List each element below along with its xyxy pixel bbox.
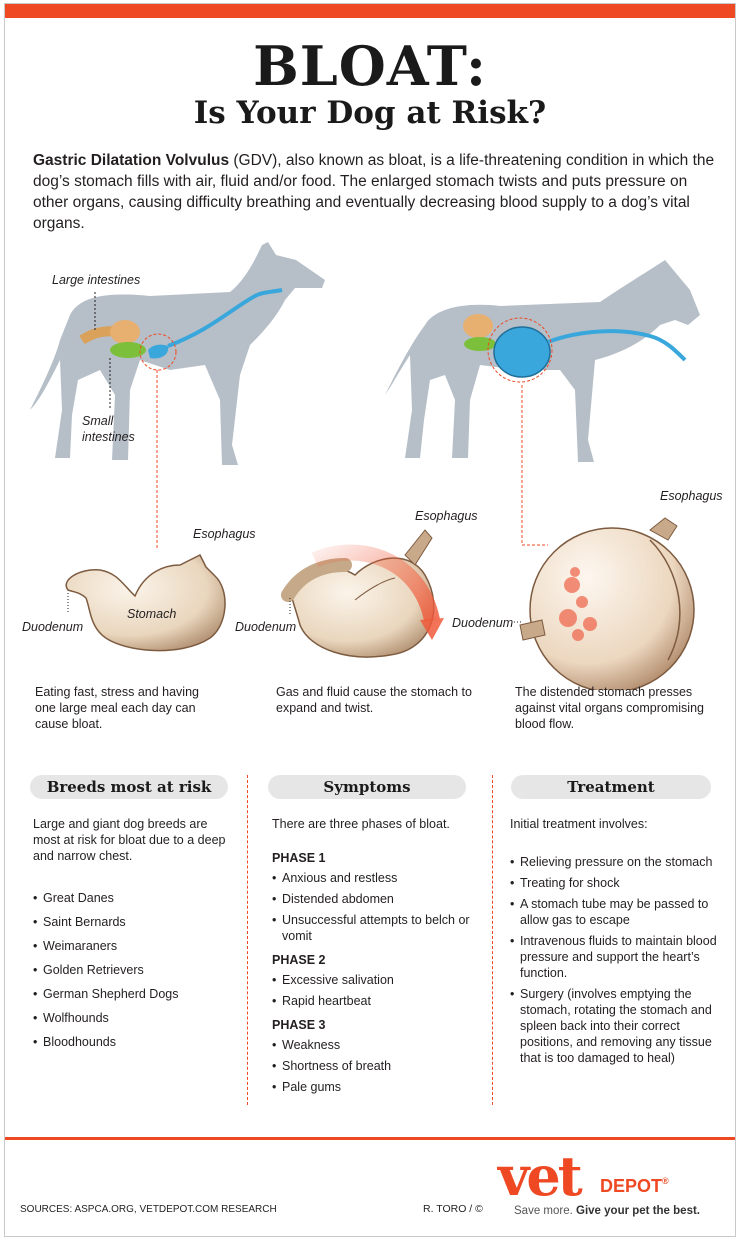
label-esophagus-3: Esophagus (660, 489, 723, 503)
logo-registered-mark: ® (662, 1176, 669, 1186)
phase-1-heading: PHASE 1 (272, 851, 326, 865)
label-duodenum-2: Duodenum (235, 620, 297, 634)
caption-stage-2: Gas and fluid cause the stomach to expan… (276, 685, 472, 715)
label-stomach: Stomach (127, 607, 177, 621)
list-item: A stomach tube may be passed to allow ga… (510, 896, 722, 928)
list-item: Rapid heartbeat (272, 993, 472, 1009)
organs-left (79, 288, 283, 371)
phase-3-list: Weakness Shortness of breath Pale gums (272, 1037, 472, 1095)
column-divider-1 (247, 775, 248, 1105)
phase-2-list: Excessive salivation Rapid heartbeat (272, 972, 472, 1009)
bloat-illustration (30, 242, 700, 690)
sources-text: SOURCES: ASPCA.ORG, VETDEPOT.COM RESEARC… (20, 1204, 277, 1215)
page-frame (4, 3, 736, 1237)
connector-line-right (521, 385, 548, 546)
organs-right (463, 314, 687, 383)
intro-text: (GDV), also known as bloat, is a life-th… (33, 152, 715, 232)
list-item: Bloodhounds (33, 1034, 233, 1050)
list-item: Anxious and restless (272, 870, 472, 886)
list-item: Weakness (272, 1037, 472, 1053)
caption-stage-3: The distended stomach presses against vi… (515, 685, 704, 731)
phase-1-list: Anxious and restless Distended abdomen U… (272, 870, 472, 944)
breeds-list: Great Danes Saint Bernards Weimaraners G… (33, 890, 233, 1050)
breeds-intro: Large and giant dog breeds are most at r… (33, 817, 226, 863)
list-item: Saint Bernards (33, 914, 233, 930)
stomach-twisting (281, 529, 444, 658)
label-small-intestines-1: Small (82, 414, 114, 428)
treatment-intro: Initial treatment involves: (510, 817, 648, 831)
tagline-save: Save more. (514, 1205, 573, 1217)
label-duodenum-3: Duodenum (452, 616, 514, 630)
breeds-heading: Breeds most at risk (30, 775, 228, 799)
top-accent-bar (5, 4, 735, 18)
phase-2-heading: PHASE 2 (272, 953, 326, 967)
column-divider-2 (492, 775, 493, 1105)
page-title: BLOAT: (253, 34, 487, 98)
list-item: Intravenous fluids to maintain blood pre… (510, 933, 722, 981)
vetdepot-logo: vet DEPOT® Save more. Give your pet the … (498, 1146, 700, 1222)
list-item: Shortness of breath (272, 1058, 472, 1074)
list-item: Excessive salivation (272, 972, 472, 988)
label-duodenum-1: Duodenum (22, 620, 84, 634)
list-item: Distended abdomen (272, 891, 472, 907)
tagline-give: Give your pet the best. (576, 1205, 700, 1217)
label-esophagus-2: Esophagus (415, 509, 478, 523)
stomach-normal (65, 553, 226, 652)
list-item: Golden Retrievers (33, 962, 233, 978)
logo-vet-text: vet (498, 1144, 583, 1208)
label-small-intestines-2: intestines (82, 430, 135, 444)
breeds-column: Large and giant dog breeds are most at r… (33, 816, 233, 1058)
phase-3-heading: PHASE 3 (272, 1018, 326, 1032)
label-large-intestines: Large intestines (52, 273, 141, 287)
symptoms-heading: Symptoms (268, 775, 466, 799)
list-item: Unsuccessful attempts to belch or vomit (272, 912, 472, 944)
list-item: Wolfhounds (33, 1010, 233, 1026)
intro-bold-term: Gastric Dilatation Volvulus (33, 152, 230, 169)
label-esophagus-1: Esophagus (193, 527, 256, 541)
treatment-list: Relieving pressure on the stomach Treati… (510, 854, 722, 1066)
caption-stage-1: Eating fast, stress and having one large… (35, 685, 199, 731)
bottom-accent-line (5, 1137, 735, 1140)
stomach-distended (519, 517, 695, 690)
treatment-heading: Treatment (511, 775, 711, 799)
list-item: Relieving pressure on the stomach (510, 854, 722, 870)
credit-text: R. TORO / © (423, 1203, 483, 1215)
symptoms-column: There are three phases of bloat. PHASE 1… (272, 816, 472, 1100)
list-item: Surgery (involves emptying the stomach, … (510, 986, 722, 1066)
list-item: Pale gums (272, 1079, 472, 1095)
page-subtitle: Is Your Dog at Risk? (193, 95, 547, 131)
symptoms-intro: There are three phases of bloat. (272, 817, 450, 831)
treatment-column: Initial treatment involves: Relieving pr… (510, 816, 722, 1071)
list-item: Great Danes (33, 890, 233, 906)
logo-tagline: Save more. Give your pet the best. (514, 1205, 700, 1217)
logo-depot-text: DEPOT® (600, 1176, 669, 1197)
logo-depot-word: DEPOT (600, 1176, 663, 1196)
intro-paragraph: Gastric Dilatation Volvulus (GDV), also … (33, 150, 723, 234)
list-item: Treating for shock (510, 875, 722, 891)
list-item: German Shepherd Dogs (33, 986, 233, 1002)
list-item: Weimaraners (33, 938, 233, 954)
